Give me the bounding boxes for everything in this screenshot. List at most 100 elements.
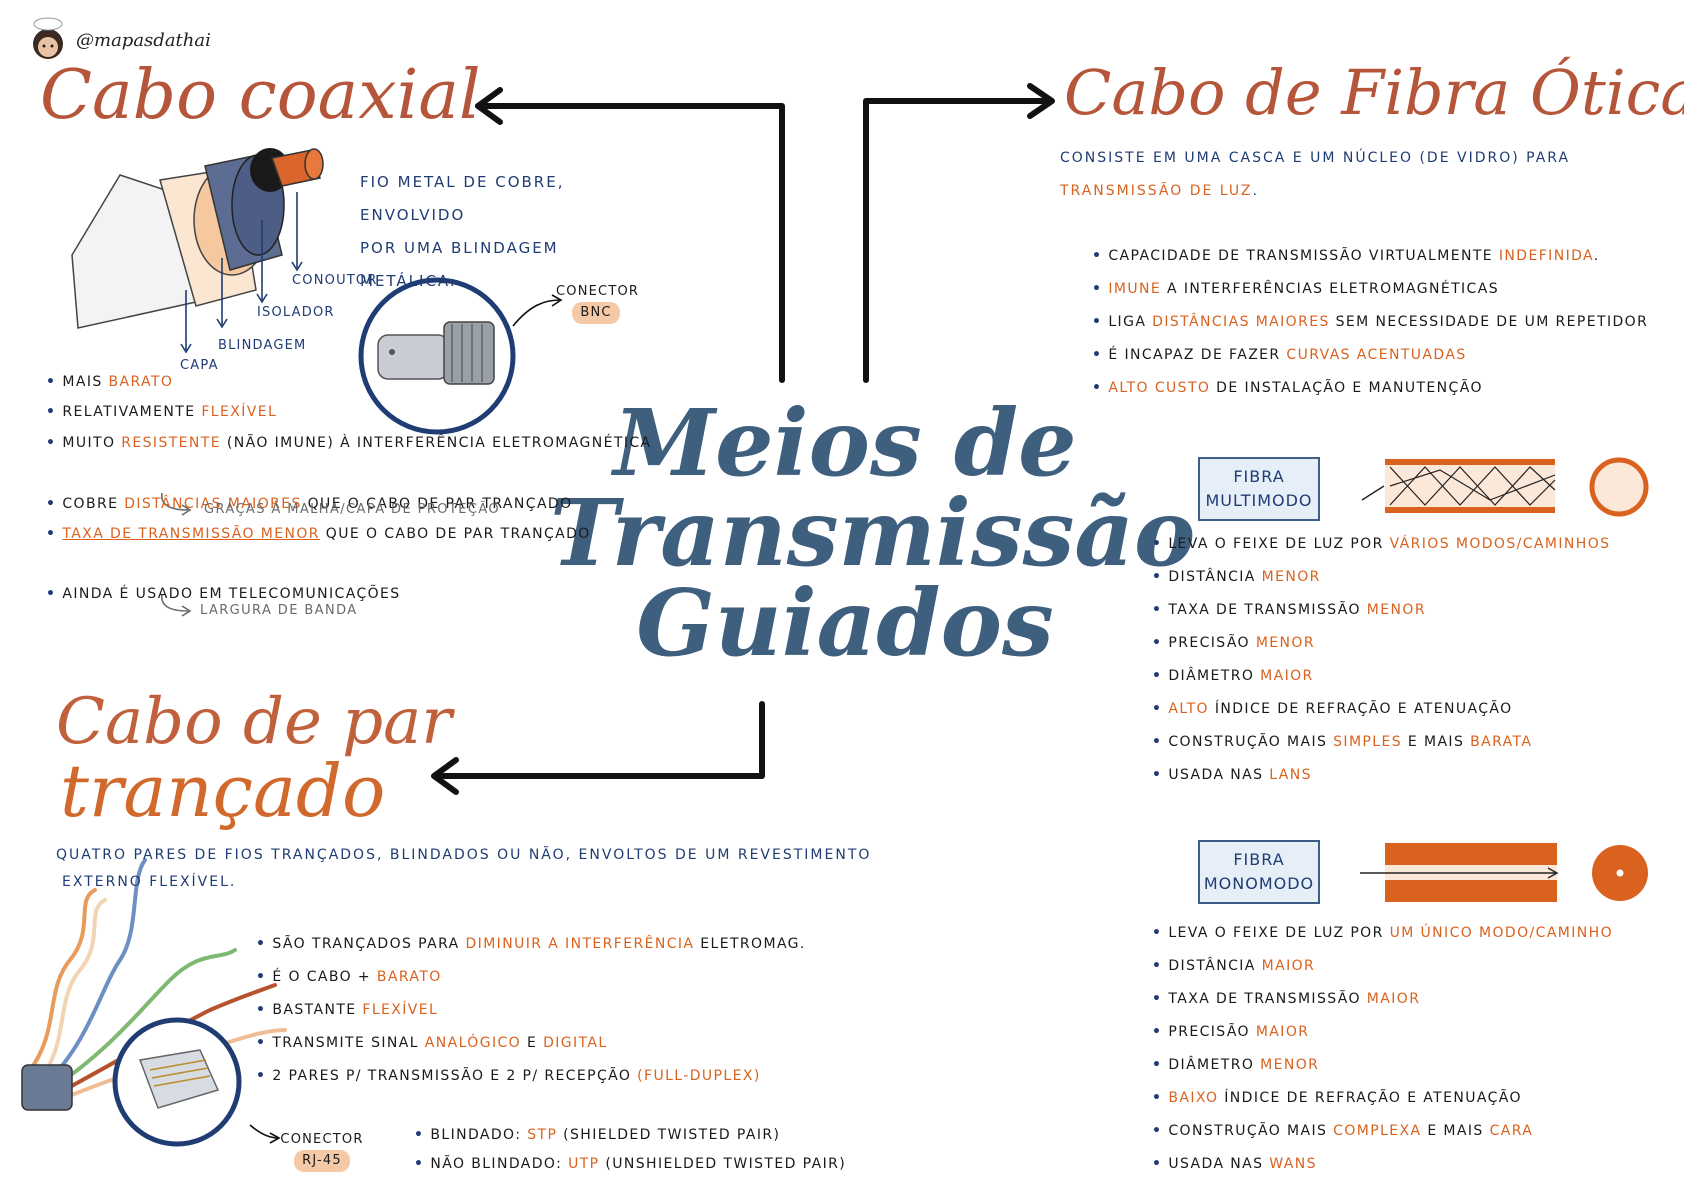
bullet-highlight: menor bbox=[1366, 602, 1426, 618]
fibra-bullet-item: •Imune a interferências eletromagnéticas bbox=[1092, 281, 1499, 297]
coaxial-bullet-item: •Ainda é usado em telecomunicações bbox=[46, 586, 401, 602]
center-title-line-3: Guiados bbox=[636, 569, 1054, 678]
bullet-text: É o cabo + bbox=[272, 969, 377, 985]
bullet-text: Cobre bbox=[62, 496, 125, 512]
connector-label-text: Conector bbox=[556, 284, 640, 299]
fibra-bullet-item: •É incapaz de fazer curvas acentuadas bbox=[1092, 347, 1467, 363]
bullet-highlight: menor bbox=[1260, 1057, 1320, 1073]
bullet-text: sem necessidade de um repetidor bbox=[1329, 314, 1649, 330]
monomodo-bullet-item: •Construção mais complexa e mais cara bbox=[1152, 1123, 1533, 1139]
bullet-dot: • bbox=[46, 374, 57, 390]
bullet-dot: • bbox=[46, 526, 57, 542]
fibra-description-highlight: transmissão de luz bbox=[1060, 183, 1253, 199]
bullet-highlight: resistente bbox=[121, 435, 221, 451]
bullet-highlight: Taxa de transmissão menor bbox=[62, 526, 320, 542]
bullet-highlight: digital bbox=[543, 1035, 608, 1051]
twisted-pair-illustration bbox=[21, 858, 287, 1111]
tag-line: Fibra bbox=[1233, 850, 1285, 869]
multimodo-bullet-item: •Taxa de transmissão menor bbox=[1152, 602, 1426, 618]
bullet-dot: • bbox=[256, 1068, 267, 1084]
bullet-highlight: flexível bbox=[362, 1002, 439, 1018]
bullet-text: Bastante bbox=[272, 1002, 363, 1018]
bullet-highlight: analógico bbox=[424, 1035, 522, 1051]
bullet-text: . bbox=[1593, 248, 1600, 264]
bullet-highlight: barata bbox=[1470, 734, 1533, 750]
bullet-dot: • bbox=[256, 1035, 267, 1051]
bullet-text: Liga bbox=[1108, 314, 1153, 330]
bullet-text: índice de refração e atenuação bbox=[1208, 701, 1513, 717]
coaxial-sub-note-1: Graças à malha/capa de proteção bbox=[204, 502, 501, 517]
bullet-highlight: maior bbox=[1255, 1024, 1310, 1040]
bullet-dot: • bbox=[46, 404, 57, 420]
multimodo-bullet-item: •Alto índice de refração e atenuação bbox=[1152, 701, 1513, 717]
bullet-text: Diâmetro bbox=[1168, 668, 1261, 684]
bullet-text: Blindado: bbox=[430, 1127, 528, 1143]
bullet-dot: • bbox=[1152, 701, 1163, 717]
par-title-line-2: trançado bbox=[60, 749, 386, 833]
bullet-dot: • bbox=[1152, 991, 1163, 1007]
connector-label-text: Conector bbox=[280, 1132, 364, 1147]
bnc-connector-label: Conector BNC bbox=[556, 282, 640, 324]
monomodo-bullet-item: •Leva o feixe de luz por um único modo/c… bbox=[1152, 925, 1613, 941]
bullet-text: que o cabo de par trançado bbox=[301, 496, 573, 512]
bullet-text: Leva o feixe de luz por bbox=[1168, 536, 1390, 552]
multimodo-bullet-item: • Diâmetro maior bbox=[1152, 668, 1314, 684]
bullet-text: Capacidade de transmissão virtualmente bbox=[1108, 248, 1499, 264]
bullet-dot: • bbox=[256, 969, 267, 985]
bullet-dot: • bbox=[46, 435, 57, 451]
bullet-dot: • bbox=[1092, 380, 1103, 396]
coaxial-bullet-item: •Muito resistente (não imune) à interfer… bbox=[46, 435, 652, 451]
multimodo-bullet-item: •Leva o feixe de luz por vários modos/ca… bbox=[1152, 536, 1610, 552]
fibra-multimodo-illustration bbox=[1361, 457, 1649, 517]
bullet-highlight: distâncias maiores bbox=[124, 496, 302, 512]
par-description: Quatro pares de fios trançados, blindado… bbox=[56, 842, 876, 896]
center-title: Meios de Transmissão Guiados bbox=[550, 397, 1195, 678]
bullet-highlight: vários modos/caminhos bbox=[1389, 536, 1611, 552]
bullet-highlight: maior bbox=[1366, 991, 1421, 1007]
avatar bbox=[33, 17, 63, 59]
coaxial-label-arrows bbox=[180, 192, 303, 354]
bullet-text: Distância bbox=[1168, 569, 1262, 585]
par-type-item: •Não blindado: UTP (unshielded twisted p… bbox=[414, 1156, 846, 1172]
coaxial-description: Fio metal de cobre, envolvido por uma bl… bbox=[360, 166, 660, 298]
bullet-text: Construção mais bbox=[1168, 734, 1334, 750]
bullet-text: Leva o feixe de luz por bbox=[1168, 925, 1390, 941]
author-handle: @mapasdathai bbox=[76, 30, 211, 51]
fibra-description-end: . bbox=[1252, 183, 1259, 199]
monomodo-bullet-item: •Usada nas WANs bbox=[1152, 1156, 1317, 1172]
bullet-dot: • bbox=[1092, 281, 1103, 297]
tag-line: Fibra bbox=[1233, 467, 1285, 486]
bullet-dot: • bbox=[46, 496, 57, 512]
tag-fibra-multimodo: Fibra Multimodo bbox=[1198, 457, 1320, 521]
bullet-dot: • bbox=[256, 1002, 267, 1018]
bullet-highlight: Imune bbox=[1108, 281, 1162, 297]
fibra-bullet-item: •Liga distâncias maiores sem necessidade… bbox=[1092, 314, 1648, 330]
bullet-text: Usada nas bbox=[1168, 1156, 1270, 1172]
monomodo-bullet-item: •Diâmetro menor bbox=[1152, 1057, 1319, 1073]
bullet-text: e mais bbox=[1402, 734, 1471, 750]
bullet-text: Construção mais bbox=[1168, 1123, 1334, 1139]
bullet-text: (shielded twisted pair) bbox=[557, 1127, 781, 1143]
par-type-item: •Blindado: STP (shielded twisted pair) bbox=[414, 1127, 780, 1143]
bullet-text: de instalação e manutenção bbox=[1210, 380, 1483, 396]
bullet-highlight: maior bbox=[1260, 668, 1314, 684]
bullet-highlight: STP bbox=[527, 1127, 558, 1143]
bullet-dot: • bbox=[1152, 1024, 1163, 1040]
bullet-dot: • bbox=[1152, 958, 1163, 974]
bullet-dot: • bbox=[1152, 668, 1163, 684]
coaxial-bullet-item: •Mais barato bbox=[46, 374, 173, 390]
bullet-dot: • bbox=[1152, 1090, 1163, 1106]
bullet-highlight: diminuir a interferência bbox=[465, 936, 695, 952]
par-bullet-item: •Transmite sinal analógico e digital bbox=[256, 1035, 608, 1051]
bullet-text: (unshielded twisted pair) bbox=[599, 1156, 847, 1172]
bullet-dot: • bbox=[1152, 569, 1163, 585]
bullet-highlight: flexível bbox=[201, 404, 278, 420]
fibra-description: Consiste em uma casca e um núcleo (de vi… bbox=[1060, 142, 1670, 208]
bullet-dot: • bbox=[1092, 248, 1103, 264]
bullet-dot: • bbox=[1152, 1123, 1163, 1139]
monomodo-bullet-item: •Precisão maior bbox=[1152, 1024, 1309, 1040]
tag-fibra-monomodo: Fibra Monomodo bbox=[1198, 840, 1320, 904]
bullet-highlight: maior bbox=[1261, 958, 1316, 974]
bullet-dot: • bbox=[1152, 767, 1163, 783]
